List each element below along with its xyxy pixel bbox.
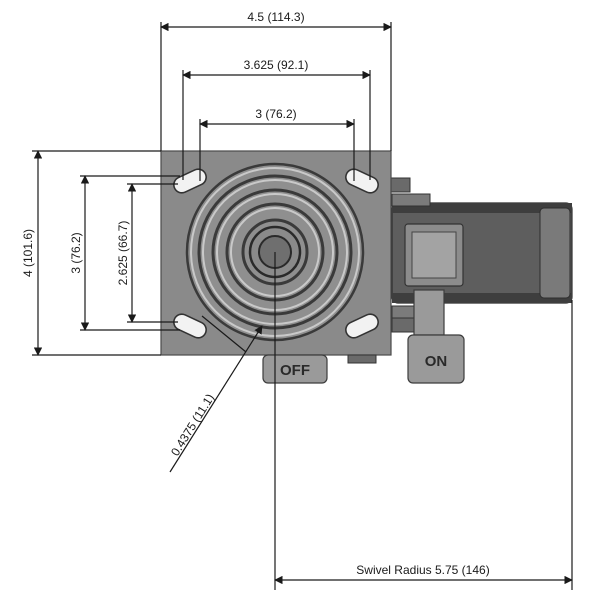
wheel-tread bbox=[539, 207, 571, 299]
dim-overall-height-label: 4 (101.6) bbox=[21, 229, 35, 277]
fork-arm-top bbox=[391, 193, 431, 207]
fork-bottom bbox=[391, 317, 417, 333]
lock-tab bbox=[347, 354, 377, 364]
bolt-hole-leader bbox=[169, 325, 263, 473]
bolt-slot-bottom-right bbox=[345, 313, 379, 339]
dim-slot-span-inner-label: 3 (76.2) bbox=[255, 107, 296, 121]
bolt-slot-top-left bbox=[173, 168, 207, 194]
fork-top bbox=[389, 177, 411, 193]
dim-bolt-hole-label: 0.4375 (11.1) bbox=[168, 391, 217, 458]
wheel-bottom-edge bbox=[392, 293, 572, 303]
brake-housing-inner bbox=[411, 231, 457, 279]
bolt-slot-bottom-left bbox=[173, 313, 207, 339]
brake-on-lever: ON bbox=[407, 289, 465, 384]
dim-slot-height-inner-label: 2.625 (66.7) bbox=[116, 221, 130, 286]
brake-off-lever: OFF bbox=[262, 354, 328, 384]
wheel-top-edge bbox=[392, 203, 572, 213]
dim-slot-span-outer-label: 3.625 (92.1) bbox=[244, 58, 309, 72]
wheel-assembly bbox=[389, 177, 573, 333]
bolt-hole-tick bbox=[201, 315, 247, 353]
off-label: OFF bbox=[280, 362, 310, 379]
dim-swivel-radius-label: Swivel Radius 5.75 (146) bbox=[356, 563, 489, 577]
dim-slot-height-outer-label: 3 (76.2) bbox=[69, 232, 83, 273]
on-label: ON bbox=[425, 353, 448, 370]
dim-overall-width-label: 4.5 (114.3) bbox=[247, 10, 304, 24]
